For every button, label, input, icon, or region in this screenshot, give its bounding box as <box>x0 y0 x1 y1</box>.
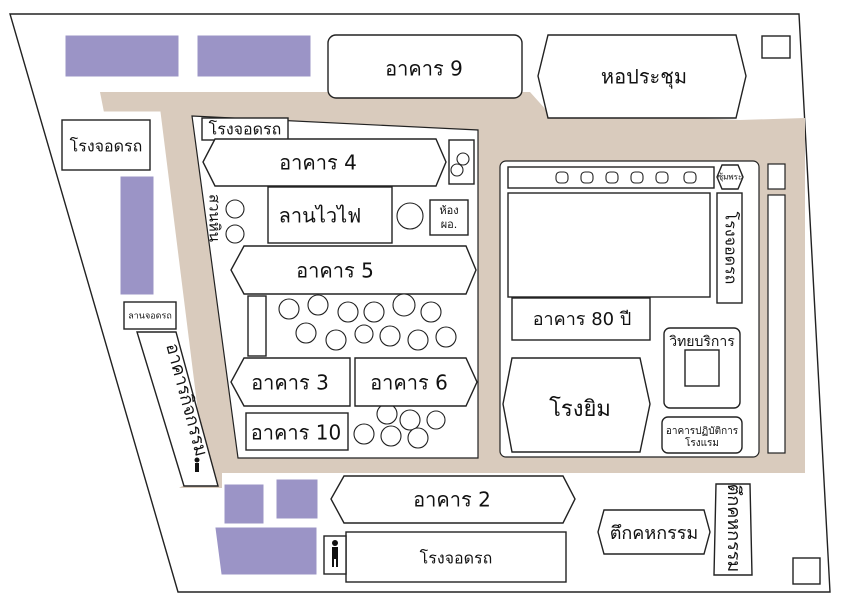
building-10-label: อาคาร 10 <box>251 421 341 445</box>
director-room-label-1: ห้อง <box>439 204 458 217</box>
fire-plaza[interactable]: ลานไวไฟ <box>267 186 393 244</box>
building-10[interactable]: อาคาร 10 <box>245 412 349 451</box>
building-2[interactable]: อาคาร 2 <box>330 475 576 524</box>
director-room[interactable]: ห้อง ผอ. <box>429 199 469 236</box>
building-80-years-label: อาคาร 80 ปี <box>533 309 632 330</box>
shed-bottom-right <box>792 557 821 585</box>
stone-garden-label: สวนหิน <box>206 194 224 242</box>
home-economics-2-label: ตึกคหกรรม <box>723 484 744 573</box>
stone-garden[interactable]: สวนหิน <box>206 194 245 244</box>
person-icon <box>194 457 200 472</box>
shed-top-right <box>761 35 791 59</box>
science-service-label: วิทยบริการ <box>669 334 735 350</box>
bush <box>450 163 464 177</box>
far-east-strip <box>767 194 786 454</box>
garage-right-vertical[interactable]: โรงจอดรถ <box>716 192 743 304</box>
garage-top-center-label: โรงจอดรถ <box>209 120 282 139</box>
walkway <box>247 295 267 357</box>
fire-plaza-label: ลานไวไฟ <box>279 204 362 228</box>
person-icon <box>332 540 338 567</box>
shrine-label: ซุ้มพระ <box>718 173 743 182</box>
assembly-hall[interactable]: หอประชุม <box>537 34 747 119</box>
building-3[interactable]: อาคาร 3 <box>230 357 351 407</box>
building-4-label: อาคาร 4 <box>279 151 357 175</box>
assembly-hall-label: หอประชุม <box>601 65 687 90</box>
building-2-label: อาคาร 2 <box>413 488 491 512</box>
building-9[interactable]: อาคาร 9 <box>327 34 523 99</box>
home-economics-label: ตึกคหกรรม <box>610 523 699 544</box>
parking-lots <box>65 35 318 575</box>
shrine[interactable]: ซุ้มพระ <box>716 164 744 190</box>
parking-plaza[interactable]: ลานจอดรถ <box>123 301 177 330</box>
restroom[interactable] <box>323 535 347 575</box>
garage-top-left[interactable]: โรงจอดรถ <box>61 119 151 171</box>
hotel-label: โรงแรม <box>685 436 719 449</box>
bush <box>456 152 470 166</box>
bush <box>396 202 424 230</box>
building-80-years[interactable]: อาคาร 80 ปี <box>511 297 651 341</box>
parking-plaza-label: ลานจอดรถ <box>128 312 172 322</box>
building-5[interactable]: อาคาร 5 <box>230 245 477 295</box>
building-3-label: อาคาร 3 <box>251 371 329 395</box>
garage-top-center[interactable]: โรงจอดรถ <box>201 117 289 141</box>
garage-top-left-label: โรงจอดรถ <box>70 137 143 156</box>
gymnasium-label: โรงยิม <box>549 396 611 422</box>
practice-building-label: อาคารปฏิบัติการ <box>666 426 739 437</box>
garden-bushes <box>278 293 457 449</box>
building-6[interactable]: อาคาร 6 <box>354 357 478 407</box>
open-field <box>507 192 711 298</box>
garage-bottom-label: โรงจอดรถ <box>420 549 493 568</box>
far-east-strip-top <box>767 163 786 190</box>
science-service-building[interactable]: วิทยบริการ <box>663 327 741 409</box>
building-4[interactable]: อาคาร 4 <box>202 138 447 187</box>
home-economics-building-2[interactable]: ตึกคหกรรม <box>713 483 753 576</box>
garage-right-vertical-label: โรงจอดรถ <box>722 212 741 285</box>
practice-hotel-building[interactable]: อาคารปฏิบัติการ โรงแรม <box>661 416 743 454</box>
shrine-row-dots <box>555 171 697 184</box>
building-6-label: อาคาร 6 <box>370 371 448 395</box>
building-9-label: อาคาร 9 <box>385 57 463 81</box>
director-room-label-2: ผอ. <box>441 218 458 231</box>
building-5-label: อาคาร 5 <box>296 259 374 283</box>
gymnasium[interactable]: โรงยิม <box>502 357 651 453</box>
garage-bottom[interactable]: โรงจอดรถ <box>345 531 567 583</box>
home-economics-building[interactable]: ตึกคหกรรม <box>597 509 711 555</box>
